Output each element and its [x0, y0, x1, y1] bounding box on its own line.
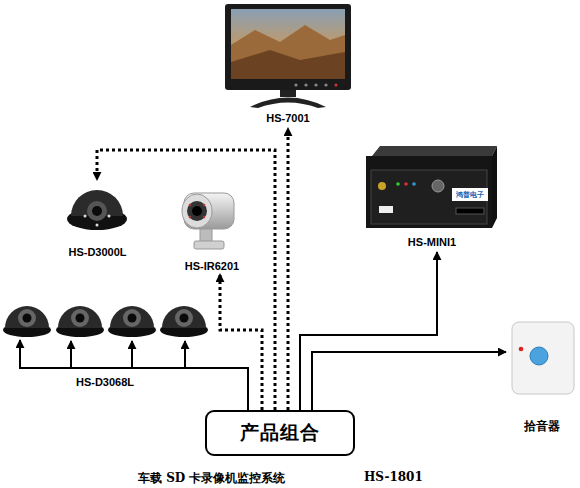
- dome-shell: [110, 306, 154, 328]
- dvr-body: [366, 156, 492, 228]
- bullet-camera-illustration: [182, 193, 234, 249]
- ir-led: [203, 204, 206, 207]
- ir-led: [203, 216, 206, 219]
- camera-lens: [192, 206, 202, 216]
- dvr-led: [412, 182, 416, 186]
- monitor-node: HS-7001: [222, 2, 354, 128]
- mic-button: [530, 347, 548, 365]
- branch-wire: [184, 341, 186, 368]
- dvr-top: [372, 146, 497, 156]
- monitor-neck: [280, 90, 296, 97]
- dome-lens-ring: [123, 309, 141, 327]
- dome-lens-ring: [175, 309, 193, 327]
- sd-slot: [456, 208, 484, 214]
- dome-camera: [160, 306, 208, 337]
- dome-shell: [162, 306, 206, 328]
- dome-lens: [23, 314, 32, 323]
- branch-wire: [70, 341, 72, 368]
- dvr-led: [404, 182, 408, 186]
- dome-lens: [180, 314, 189, 323]
- box-title: 产品组合: [240, 420, 320, 446]
- camera-front: [182, 194, 212, 228]
- dome-lens: [92, 206, 102, 216]
- monitor-button: [324, 83, 327, 86]
- ir-led: [189, 216, 192, 219]
- dvr-key: [432, 180, 444, 192]
- mic-led: [519, 347, 524, 352]
- microphone-node: 拾音器: [506, 318, 578, 434]
- branch-wire: [131, 341, 133, 368]
- monitor-button: [314, 83, 317, 86]
- brand-text: 鸿普电子: [452, 190, 488, 200]
- monitor-button: [294, 83, 297, 86]
- dome-camera: [108, 306, 156, 337]
- product-box: 产品组合: [205, 410, 355, 456]
- product-model: 拾音器: [486, 418, 580, 435]
- camera-lens-ring: [187, 201, 207, 221]
- dome-lens-ring: [71, 309, 89, 327]
- dvr-panel: [371, 170, 487, 224]
- model-number: HS-1801: [364, 470, 423, 484]
- dome-camera: [56, 306, 104, 337]
- dome-lens-ring: [18, 309, 36, 327]
- product-model: HS-D3068L: [0, 376, 228, 388]
- dvr-illustration: [366, 146, 497, 228]
- ir-led: [108, 215, 111, 218]
- screen-mountain: [231, 25, 345, 79]
- microphone-illustration: [512, 322, 574, 394]
- product-model: HS-D3000L: [35, 246, 160, 258]
- ir-led: [84, 215, 87, 218]
- product-model: HS-IR6201: [152, 260, 272, 272]
- dome-lens: [128, 314, 137, 323]
- bracket-base: [194, 241, 224, 249]
- monitor-bezel: [225, 4, 351, 90]
- monitor-button: [334, 83, 337, 86]
- mic-housing: [512, 322, 574, 394]
- dvr-led: [396, 182, 400, 186]
- dome-camera: [3, 306, 51, 337]
- monitor-illustration: [225, 4, 351, 108]
- screen-hill: [231, 50, 345, 79]
- monitor-button: [304, 83, 307, 86]
- dvr-side: [492, 146, 497, 228]
- dome-camera-illustration: [67, 190, 127, 230]
- dome-lens-ring: [87, 201, 107, 221]
- dome-shell: [5, 306, 49, 328]
- dotted-connector: [97, 150, 275, 410]
- solid-connector: [312, 352, 506, 410]
- monitor-stand: [250, 98, 326, 109]
- dome-lens: [76, 314, 85, 323]
- dvr-brand-plate: [452, 188, 488, 201]
- camera-node: HS-D3000L: [55, 180, 140, 260]
- solid-connector: [300, 252, 437, 410]
- monitor-screen: [231, 9, 345, 79]
- ir-led: [189, 204, 192, 207]
- dotted-connector: [220, 274, 262, 410]
- branch-wires: [71, 341, 185, 368]
- dotted-connector: [287, 128, 290, 410]
- dvr-connector: [378, 182, 386, 190]
- ir-led: [96, 224, 99, 227]
- product-model: HS-MINI1: [342, 236, 522, 248]
- camera-node: HS-IR6201: [172, 186, 252, 274]
- caption: 车载 SD 卡录像机监控系统: [138, 470, 285, 487]
- camera-group-node: HS-D3068L: [2, 284, 208, 340]
- product-model: HS-7001: [202, 112, 374, 124]
- usb-port: [379, 206, 393, 213]
- dome-shell: [58, 306, 102, 328]
- solid-connector: [20, 340, 248, 410]
- dome-camera-row: [3, 306, 208, 337]
